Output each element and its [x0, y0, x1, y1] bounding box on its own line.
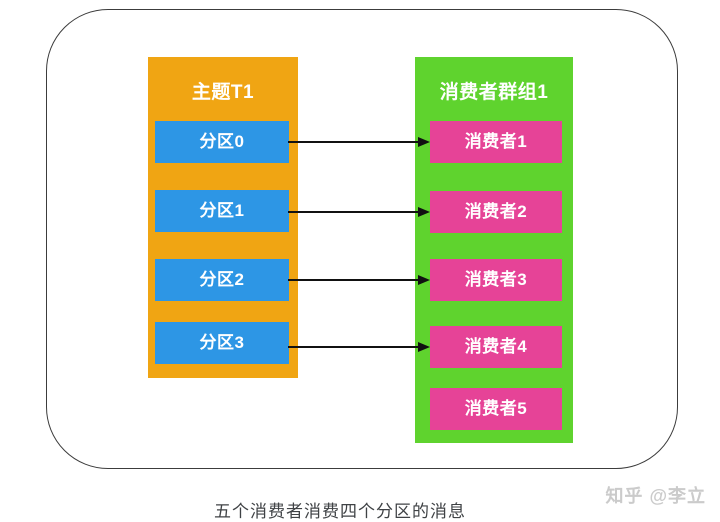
- consumer-group-title: 消费者群组1: [439, 82, 549, 103]
- partition-0-box: 分区0: [155, 121, 289, 163]
- consumer-2-box: 消费者2: [430, 191, 562, 233]
- consumer-3-box: 消费者3: [430, 259, 562, 301]
- arrow-partition1-to-consumer2: [288, 207, 430, 217]
- partition-1-box: 分区1: [155, 190, 289, 232]
- consumer-group-box: 消费者群组1: [415, 57, 573, 443]
- partition-3-box: 分区3: [155, 322, 289, 364]
- rounded-frame: [46, 9, 678, 469]
- arrow-partition0-to-consumer1: [288, 137, 430, 147]
- arrow-partition2-to-consumer3: [288, 275, 430, 285]
- consumer-4-box: 消费者4: [430, 326, 562, 368]
- figure-caption: 五个消费者消费四个分区的消息: [214, 502, 466, 521]
- arrow-partition3-to-consumer4: [288, 342, 430, 352]
- consumer-5-box: 消费者5: [430, 388, 562, 430]
- topic-title: 主题T1: [191, 82, 255, 103]
- zhihu-watermark: 知乎 @李立: [605, 486, 706, 506]
- consumer-1-box: 消费者1: [430, 121, 562, 163]
- partition-2-box: 分区2: [155, 259, 289, 301]
